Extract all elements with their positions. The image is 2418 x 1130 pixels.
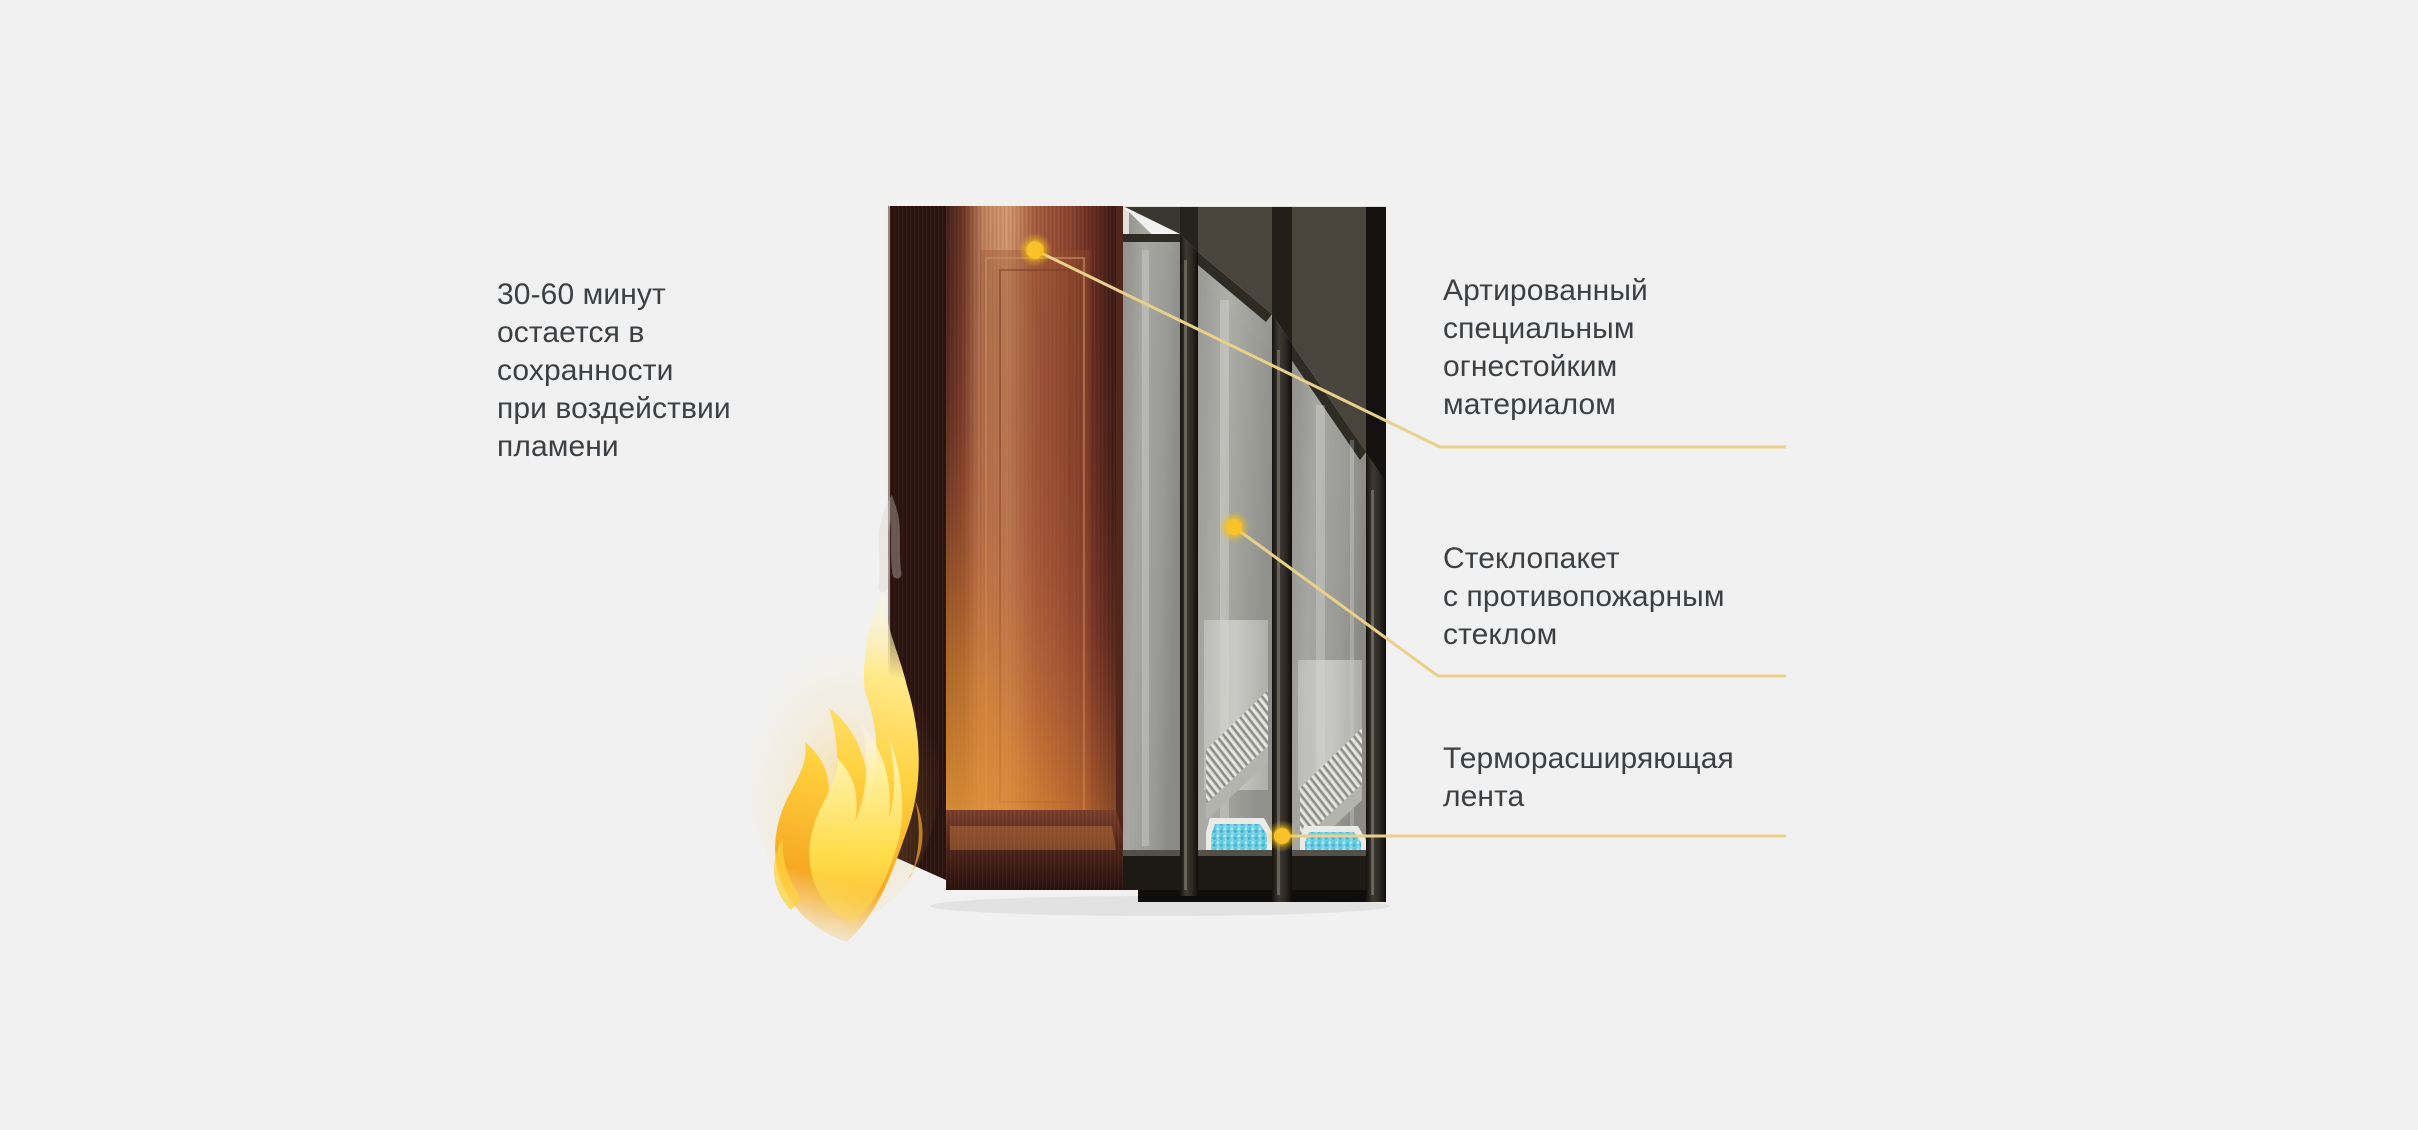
callout-label-fireproof-glass-unit: Стеклопакет с противопожарным стеклом (1443, 542, 1725, 651)
callout-label-intumescent-tape: Терморасширяющая лента (1443, 742, 1734, 813)
fire-rated-window-cutaway-illustration (880, 190, 1440, 980)
fire-resistance-duration-caption: 30-60 минут остается в сохранности при в… (497, 278, 731, 463)
callout-label-fire-resistant-material: Артированный специальным огнестойким мат… (1443, 274, 1648, 421)
glazing-bottom-rail (1123, 850, 1386, 902)
